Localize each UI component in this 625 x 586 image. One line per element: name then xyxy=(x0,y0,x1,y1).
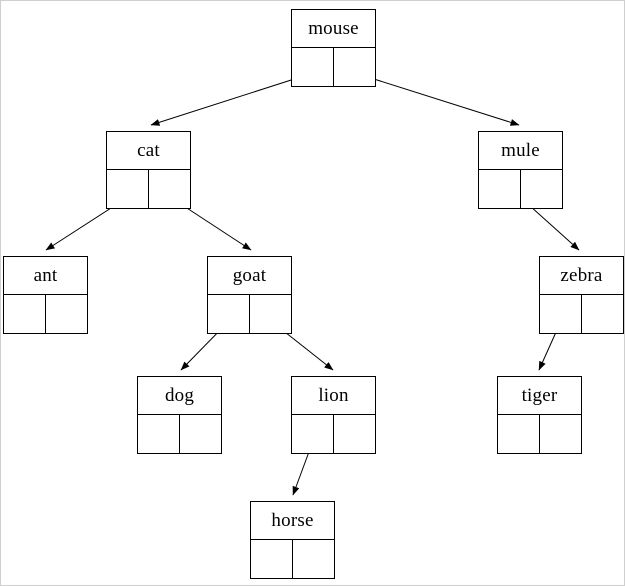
tree-node-pointer-row xyxy=(208,295,291,333)
left-pointer-cell[interactable] xyxy=(107,170,149,208)
tree-node-cat[interactable]: cat xyxy=(106,131,191,209)
tree-node-label: mule xyxy=(479,132,562,170)
tree-edge-mouse-left-to-cat xyxy=(150,72,314,126)
tree-node-ant[interactable]: ant xyxy=(3,256,88,334)
tree-node-pointer-row xyxy=(251,540,334,578)
tree-node-label: cat xyxy=(107,132,190,170)
left-pointer-cell[interactable] xyxy=(292,48,334,86)
tree-node-label: dog xyxy=(138,377,221,415)
tree-node-label: horse xyxy=(251,502,334,540)
right-pointer-cell[interactable] xyxy=(293,540,335,578)
left-pointer-cell[interactable] xyxy=(292,415,334,453)
tree-node-label: zebra xyxy=(540,257,623,295)
right-pointer-cell[interactable] xyxy=(149,170,191,208)
tree-node-label: goat xyxy=(208,257,291,295)
tree-node-goat[interactable]: goat xyxy=(207,256,292,334)
tree-node-zebra[interactable]: zebra xyxy=(539,256,624,334)
tree-node-pointer-row xyxy=(4,295,87,333)
tree-node-lion[interactable]: lion xyxy=(291,376,376,454)
right-pointer-cell[interactable] xyxy=(521,170,563,208)
left-pointer-cell[interactable] xyxy=(251,540,293,578)
tree-node-pointer-row xyxy=(292,415,375,453)
right-pointer-cell[interactable] xyxy=(180,415,222,453)
tree-node-pointer-row xyxy=(540,295,623,333)
tree-node-pointer-row xyxy=(498,415,581,453)
tree-node-pointer-row xyxy=(292,48,375,86)
tree-node-label: tiger xyxy=(498,377,581,415)
right-pointer-cell[interactable] xyxy=(334,415,376,453)
tree-node-pointer-row xyxy=(107,170,190,208)
right-pointer-cell[interactable] xyxy=(582,295,624,333)
tree-edge-mouse-right-to-mule xyxy=(354,72,520,126)
tree-node-horse[interactable]: horse xyxy=(250,501,335,579)
left-pointer-cell[interactable] xyxy=(208,295,250,333)
right-pointer-cell[interactable] xyxy=(540,415,582,453)
tree-node-mouse[interactable]: mouse xyxy=(291,9,376,87)
tree-node-label: ant xyxy=(4,257,87,295)
tree-node-pointer-row xyxy=(479,170,562,208)
right-pointer-cell[interactable] xyxy=(250,295,292,333)
right-pointer-cell[interactable] xyxy=(46,295,88,333)
left-pointer-cell[interactable] xyxy=(4,295,46,333)
tree-node-label: mouse xyxy=(292,10,375,48)
left-pointer-cell[interactable] xyxy=(138,415,180,453)
tree-node-pointer-row xyxy=(138,415,221,453)
tree-node-dog[interactable]: dog xyxy=(137,376,222,454)
right-pointer-cell[interactable] xyxy=(334,48,376,86)
tree-node-tiger[interactable]: tiger xyxy=(497,376,582,454)
tree-node-label: lion xyxy=(292,377,375,415)
left-pointer-cell[interactable] xyxy=(479,170,521,208)
tree-node-mule[interactable]: mule xyxy=(478,131,563,209)
left-pointer-cell[interactable] xyxy=(540,295,582,333)
left-pointer-cell[interactable] xyxy=(498,415,540,453)
